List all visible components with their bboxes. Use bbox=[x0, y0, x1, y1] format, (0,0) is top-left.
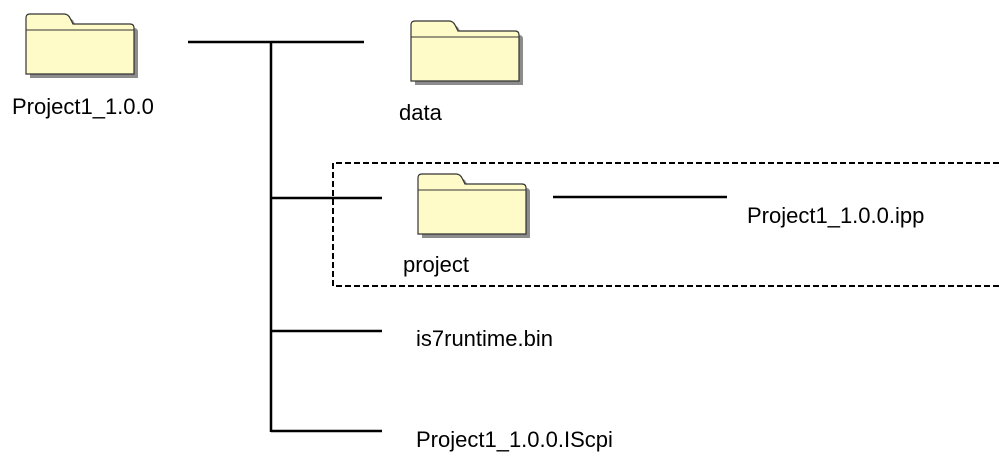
runtime-bin-file-label: is7runtime.bin bbox=[416, 326, 553, 351]
root-folder-icon bbox=[25, 13, 138, 78]
root-folder-label: Project1_1.0.0 bbox=[12, 94, 154, 119]
dashed-highlight-box bbox=[332, 162, 999, 287]
project-folder-label: project bbox=[403, 252, 470, 277]
data-folder-icon bbox=[410, 20, 523, 85]
ipp-file-label: Project1_1.0.0.ipp bbox=[747, 203, 925, 228]
data-folder-label: data bbox=[399, 100, 442, 125]
project-folder-icon bbox=[417, 173, 530, 238]
iscpi-file-label: Project1_1.0.0.IScpi bbox=[416, 427, 613, 452]
